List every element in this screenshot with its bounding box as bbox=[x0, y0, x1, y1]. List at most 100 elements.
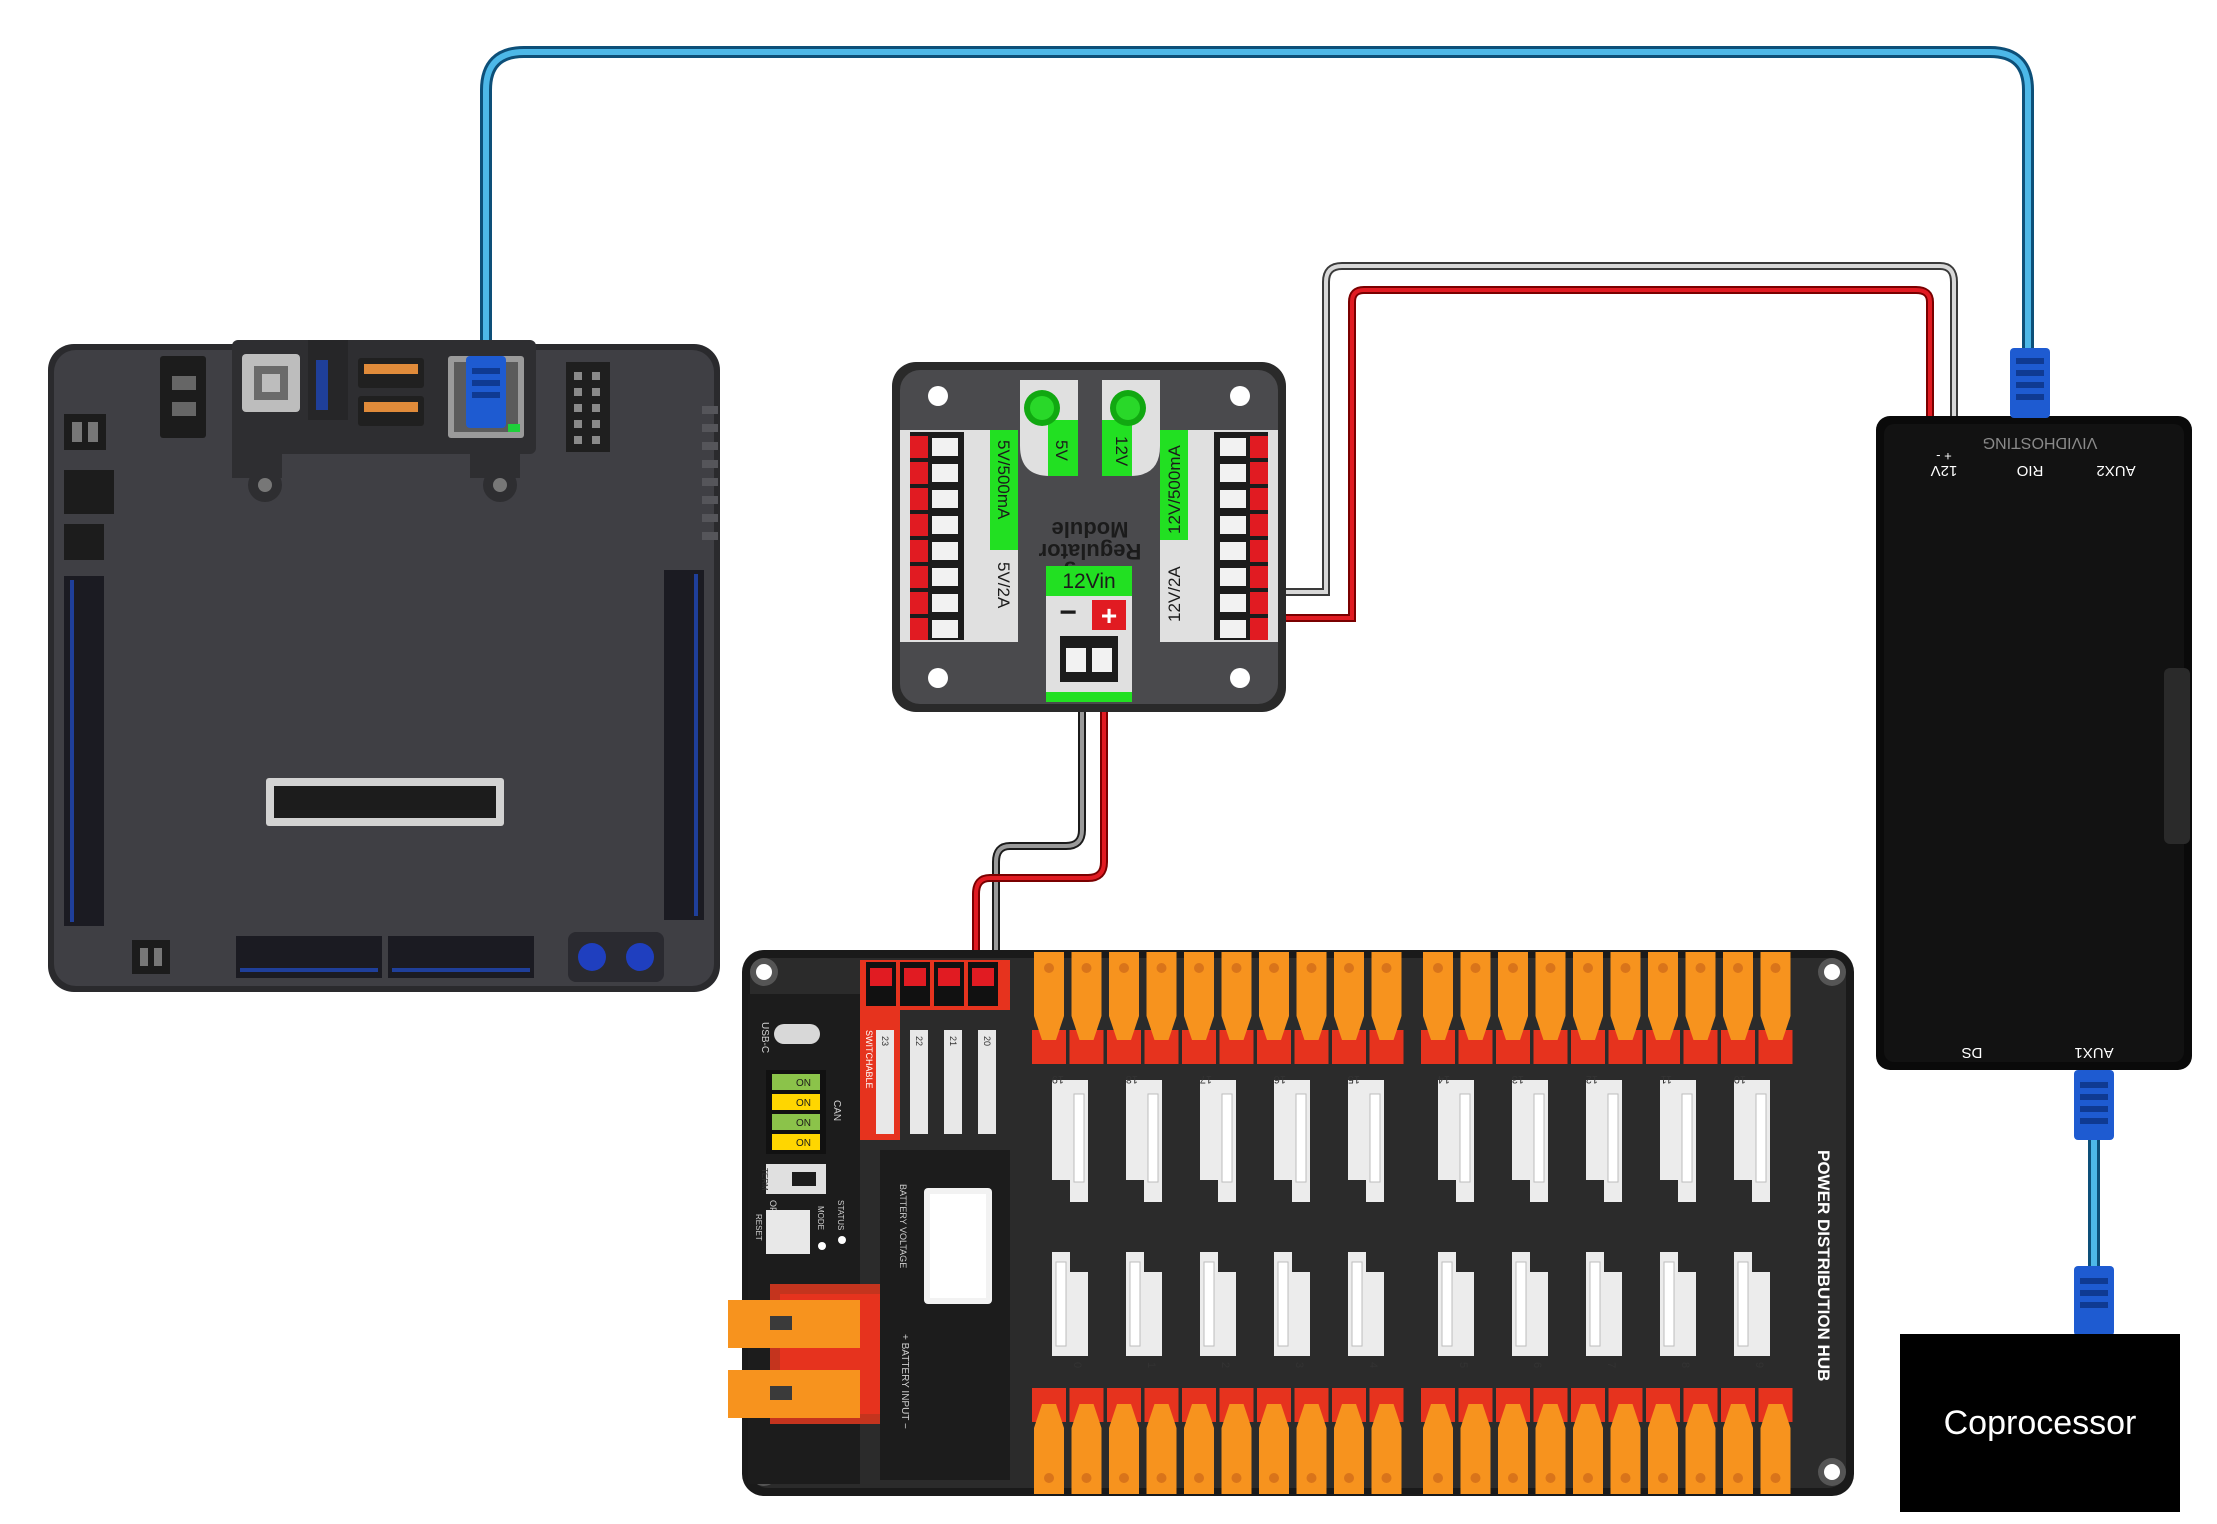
bottom-lever-rivet bbox=[1508, 1473, 1518, 1483]
top-lever[interactable] bbox=[1573, 952, 1603, 1040]
top-right-header bbox=[566, 362, 610, 452]
top-lever-rivet bbox=[1658, 963, 1668, 973]
top-lever[interactable] bbox=[1184, 952, 1214, 1040]
bottom-lever-rivet bbox=[1695, 1473, 1706, 1483]
bottom-lever-rivet bbox=[1770, 1473, 1781, 1483]
top-lever[interactable] bbox=[1221, 952, 1252, 1040]
top-lever[interactable] bbox=[1535, 952, 1566, 1040]
bottom-lever-rivet bbox=[1545, 1473, 1556, 1483]
top-lever[interactable] bbox=[1296, 952, 1327, 1040]
top-lever[interactable] bbox=[1371, 952, 1402, 1040]
top-lever[interactable] bbox=[1760, 952, 1791, 1040]
top-lever[interactable] bbox=[1334, 952, 1364, 1040]
bottom-lever[interactable] bbox=[1296, 1404, 1327, 1494]
vrm-label-12v-500ma: 12V/500mA bbox=[1165, 445, 1184, 534]
coprocessor[interactable]: Coprocessor bbox=[1900, 1266, 2180, 1512]
bottom-lever-rivet bbox=[1344, 1473, 1354, 1483]
roborio-power-connector bbox=[160, 356, 206, 438]
fuse-slot-22[interactable] bbox=[910, 1030, 928, 1134]
top-lever[interactable] bbox=[1723, 952, 1753, 1040]
fuse-slot-21[interactable] bbox=[944, 1030, 962, 1134]
fuse-slot-20[interactable] bbox=[978, 1030, 996, 1134]
bottom-lever-rivet bbox=[1081, 1473, 1092, 1483]
top-lever[interactable] bbox=[1423, 952, 1453, 1040]
radio-port-aux2: AUX2 bbox=[2096, 462, 2135, 479]
bottom-lever-rivet bbox=[1658, 1473, 1668, 1483]
power-distribution-hub[interactable]: USB-C ON ON ON ON CAN TERM OFF RESET MOD… bbox=[728, 950, 1854, 1496]
bottom-lever-rivet bbox=[1620, 1473, 1631, 1483]
pdh-usb-label: USB-C bbox=[759, 1022, 770, 1053]
bottom-lever[interactable] bbox=[1498, 1404, 1528, 1494]
top-channel-label: 13 bbox=[1512, 1073, 1524, 1085]
top-fuse-slots[interactable] bbox=[1052, 1080, 1770, 1202]
bottom-lever[interactable] bbox=[1460, 1404, 1491, 1494]
bottom-fuse-slots[interactable] bbox=[1052, 1252, 1770, 1356]
bottom-lever[interactable] bbox=[1723, 1404, 1753, 1494]
bottom-lever[interactable] bbox=[1334, 1404, 1364, 1494]
bottom-fuse-window bbox=[1351, 1261, 1363, 1347]
bottom-fuse-window bbox=[1737, 1261, 1749, 1347]
roborio-controller[interactable] bbox=[48, 340, 720, 992]
bottom-lever[interactable] bbox=[1221, 1404, 1252, 1494]
battery-negative-tab[interactable] bbox=[728, 1370, 860, 1418]
bottom-lever[interactable] bbox=[1109, 1404, 1139, 1494]
pdh-mode-button[interactable] bbox=[766, 1210, 810, 1254]
top-lever[interactable] bbox=[1460, 952, 1491, 1040]
pdh-usb-port[interactable] bbox=[774, 1024, 820, 1044]
top-lever[interactable] bbox=[1071, 952, 1102, 1040]
top-lever-rivet bbox=[1620, 963, 1631, 973]
top-fuse-window bbox=[1221, 1093, 1233, 1183]
top-lever[interactable] bbox=[1259, 952, 1289, 1040]
bottom-lever[interactable] bbox=[1146, 1404, 1177, 1494]
voltage-regulator-module[interactable]: 5V 12V 5V/500mA 5V/2A bbox=[892, 362, 1286, 712]
bottom-lever[interactable] bbox=[1648, 1404, 1678, 1494]
bottom-lever[interactable] bbox=[1423, 1404, 1453, 1494]
pdh-reset-label: RESET bbox=[754, 1214, 763, 1241]
radio-module[interactable]: VIVIDHOSTING + - 12V RIO AUX2 DS AUX1 bbox=[1876, 348, 2192, 1140]
power-wire-radio-positive bbox=[1262, 286, 1934, 622]
bottom-channel-connectors[interactable] bbox=[1032, 1388, 1793, 1494]
bottom-lever[interactable] bbox=[1071, 1404, 1102, 1494]
bottom-lever-rivet bbox=[1119, 1473, 1129, 1483]
bottom-lever[interactable] bbox=[1184, 1404, 1214, 1494]
top-lever[interactable] bbox=[1610, 952, 1641, 1040]
pdh-status-led bbox=[838, 1236, 846, 1244]
pdh-off-label: OFF bbox=[768, 1200, 778, 1218]
top-lever[interactable] bbox=[1685, 952, 1716, 1040]
radio-brand: VIVIDHOSTING bbox=[1983, 434, 2098, 451]
pdh-on-label-1: ON bbox=[796, 1078, 811, 1089]
bottom-lever[interactable] bbox=[1535, 1404, 1566, 1494]
bottom-channel-label: 5 bbox=[1457, 1362, 1469, 1368]
top-lever[interactable] bbox=[1034, 952, 1064, 1040]
battery-positive-tab[interactable] bbox=[728, 1300, 860, 1348]
top-lever-rivet bbox=[1156, 963, 1167, 973]
bottom-lever[interactable] bbox=[1371, 1404, 1402, 1494]
bottom-lever[interactable] bbox=[1034, 1404, 1064, 1494]
top-fuse-window bbox=[1459, 1093, 1471, 1183]
radio-side-slot bbox=[2164, 668, 2190, 844]
top-lever[interactable] bbox=[1648, 952, 1678, 1040]
top-lever[interactable] bbox=[1498, 952, 1528, 1040]
power-wire-radio-negative bbox=[1262, 262, 1958, 596]
reset-button[interactable] bbox=[626, 943, 654, 971]
pdh-mode-label: MODE bbox=[816, 1206, 825, 1230]
top-lever[interactable] bbox=[1109, 952, 1139, 1040]
ethernet-plug-coprocessor bbox=[2074, 1266, 2114, 1336]
bottom-lever-rivet bbox=[1433, 1473, 1443, 1483]
bottom-lever-rivet bbox=[1156, 1473, 1167, 1483]
bottom-lever[interactable] bbox=[1573, 1404, 1603, 1494]
fuse-slot-23[interactable] bbox=[876, 1030, 894, 1134]
bottom-lever[interactable] bbox=[1259, 1404, 1289, 1494]
switchable-channel-connectors[interactable] bbox=[866, 962, 998, 1006]
bottom-lever[interactable] bbox=[1760, 1404, 1791, 1494]
small-channel-label: 22 bbox=[914, 1036, 924, 1046]
user-button[interactable] bbox=[578, 943, 606, 971]
bottom-lever[interactable] bbox=[1610, 1404, 1641, 1494]
top-lever-rivet bbox=[1545, 963, 1556, 973]
pdh-title: POWER DISTRIBUTION HUB bbox=[1814, 1150, 1833, 1381]
bottom-lever[interactable] bbox=[1685, 1404, 1716, 1494]
vrm-led-12v-label: 12V bbox=[1112, 436, 1131, 467]
bottom-channel-label: 9 bbox=[1753, 1362, 1765, 1368]
top-channel-connectors[interactable] bbox=[1032, 952, 1793, 1064]
top-lever[interactable] bbox=[1146, 952, 1177, 1040]
